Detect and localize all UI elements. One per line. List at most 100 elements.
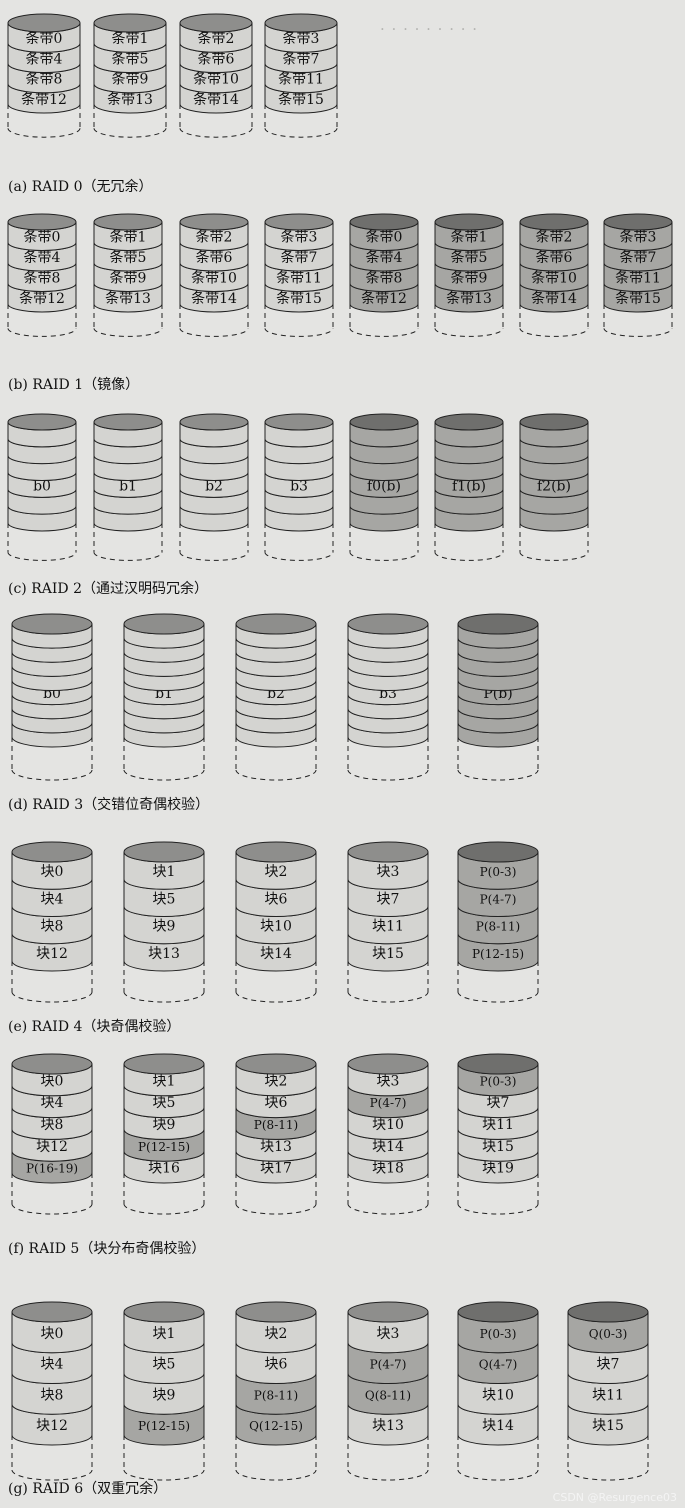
raid1-disk-4-cell-label: 条带4 [366, 249, 403, 266]
raid2-disk-2-cell-label: b2 [205, 478, 223, 494]
raid5-disk-0-cell-label: 块0 [41, 1073, 64, 1089]
raid5-disk-3-cell-label: 块3 [377, 1073, 400, 1089]
raid0-disk-3-cell-label: 条带7 [283, 50, 320, 67]
raid1-disk-4-cell-label: 条带0 [366, 229, 403, 246]
raid2-disk-1-cap [93, 413, 163, 431]
raid4-disk-2-cell-label: 块2 [265, 864, 288, 880]
raid5-disk-3-cell-label: P(4-7) [370, 1096, 407, 1110]
raid5-disk-4-cell-label: 块7 [487, 1095, 510, 1111]
raid6-disk-4-cell-label: 块10 [482, 1387, 514, 1403]
raid6-disk-2-cell-label: 块2 [265, 1326, 288, 1342]
raid1-disk-1-cap [93, 213, 163, 231]
raid1-disk-0-cell-label: 条带0 [24, 229, 61, 246]
raid0-disk-1-cell-label: 条带5 [112, 50, 149, 67]
raid0-disk-0-cell-label: 条带8 [26, 71, 63, 88]
raid6-disk-1-cap [123, 1301, 205, 1323]
raid2-disk-1: b1 [93, 413, 163, 561]
raid4-disk-0-cell-label: 块0 [41, 864, 64, 880]
raid4-disk-0-cap [11, 841, 93, 863]
raid6-disk-3-cell-label: 块3 [377, 1326, 400, 1342]
raid3-disk-3-cap [347, 613, 429, 635]
raid2-disk-3-cap [264, 413, 334, 431]
raid6-disk-1-cell-label: 块9 [153, 1387, 176, 1403]
raid1-disk-3-cell-label: 条带7 [281, 249, 318, 266]
raid1-disk-6-cell-label: 条带6 [536, 249, 573, 266]
raid5-disk-4-cell-label: 块11 [482, 1117, 514, 1133]
raid1-disk-5-cell-label: 条带9 [451, 270, 488, 287]
raid2-disk-0-cap [7, 413, 77, 431]
raid1-disk-2-cell-label: 条带2 [196, 229, 233, 246]
raid5-disk-4-cell-label: P(0-3) [480, 1074, 517, 1088]
raid4-disk-3-cap [347, 841, 429, 863]
raid1-disk-2-cell-label: 条带14 [191, 290, 237, 307]
raid6-disk-2-cell-label: Q(12-15) [249, 1419, 303, 1433]
raid4-disk-3-cell-label: 块7 [377, 891, 400, 907]
raid1-disk-7-cell-label: 条带7 [620, 249, 657, 266]
raid5-disk-2-cell-label: 块6 [265, 1095, 288, 1111]
raid1-disk-0-cell-label: 条带8 [24, 270, 61, 287]
caption-raid3: (d) RAID 3（交错位奇偶校验） [8, 797, 210, 813]
raid4-disk-3-cell-label: 块15 [372, 946, 404, 962]
caption-raid5: (f) RAID 5（块分布奇偶校验） [8, 1241, 206, 1257]
raid4-disk-2-cap [235, 841, 317, 863]
raid1-disk-4-cell-label: 条带12 [361, 290, 407, 307]
raid2-disk-4: f0(b) [349, 413, 419, 561]
raid4-disk-4: P(12-15)P(8-11)P(4-7)P(0-3) [457, 841, 539, 1003]
raid4-disk-4-cap [457, 841, 539, 863]
raid5-disk-4-cap [457, 1053, 539, 1075]
raid5-disk-1-cell-label: 块1 [153, 1073, 176, 1089]
raid6-disk-4-cell-label: Q(4-7) [479, 1358, 518, 1372]
raid5-disk-1-cap [123, 1053, 205, 1075]
raid3-disk-0-cap [11, 613, 93, 635]
raid5-disk-1-cell-label: P(12-15) [138, 1140, 190, 1154]
raid5-disk-2-cap [235, 1053, 317, 1075]
raid4-disk-0-cell-label: 块12 [36, 946, 68, 962]
raid1-disk-6-cell-label: 条带10 [531, 270, 577, 287]
raid2-disk-5: f1(b) [434, 413, 504, 561]
raid1-disk-1-cell-label: 条带5 [110, 249, 147, 266]
raid4-disk-2-cell-label: 块6 [265, 891, 288, 907]
raid2-disk-3-cell-label: b3 [290, 478, 308, 494]
raid5-disk-0-cell-label: P(16-19) [26, 1162, 78, 1176]
raid1-disk-0-cap [7, 213, 77, 231]
raid1-disk-7-cell-label: 条带11 [615, 270, 661, 287]
raid0-disk-2-cell-label: 条带2 [198, 30, 235, 47]
raid4-disk-1-cell-label: 块1 [153, 864, 176, 880]
raid4-disk-2-cell-label: 块10 [260, 919, 292, 935]
raid1-disk-4-cap [349, 213, 419, 231]
raid3-disk-1-cap [123, 613, 205, 635]
raid2-disk-6-cell-label: f2(b) [537, 478, 571, 494]
raid2-disk-2-cap [179, 413, 249, 431]
caption-raid6: (g) RAID 6（双重冗余） [8, 1481, 168, 1497]
raid1-disk-5-cell-label: 条带1 [451, 229, 488, 246]
raid6-disk-5-cell-label: 块7 [597, 1357, 620, 1373]
raid6-disk-4-cell-label: 块14 [482, 1418, 514, 1434]
raid4-disk-1-cap [123, 841, 205, 863]
raid1-disk-1-cell-label: 条带9 [110, 270, 147, 287]
raid6-disk-0-cell-label: 块4 [41, 1357, 64, 1373]
raid6-disk-5-cell-label: 块15 [592, 1418, 624, 1434]
raid1-disk-3-cap [264, 213, 334, 231]
raid3-disk-1: b1 [123, 613, 205, 781]
raid3-disk-0: b0 [11, 613, 93, 781]
raid1-disk-2-cap [179, 213, 249, 231]
raid3-disk-4: P(b) [457, 613, 539, 781]
raid1-disk-1-cell-label: 条带1 [110, 229, 147, 246]
raid3-disk-2-cap [235, 613, 317, 635]
raid2-disk-5-cap [434, 413, 504, 431]
raid6-disk-2-cap [235, 1301, 317, 1323]
raid6-disk-5-cell-label: Q(0-3) [589, 1327, 628, 1341]
